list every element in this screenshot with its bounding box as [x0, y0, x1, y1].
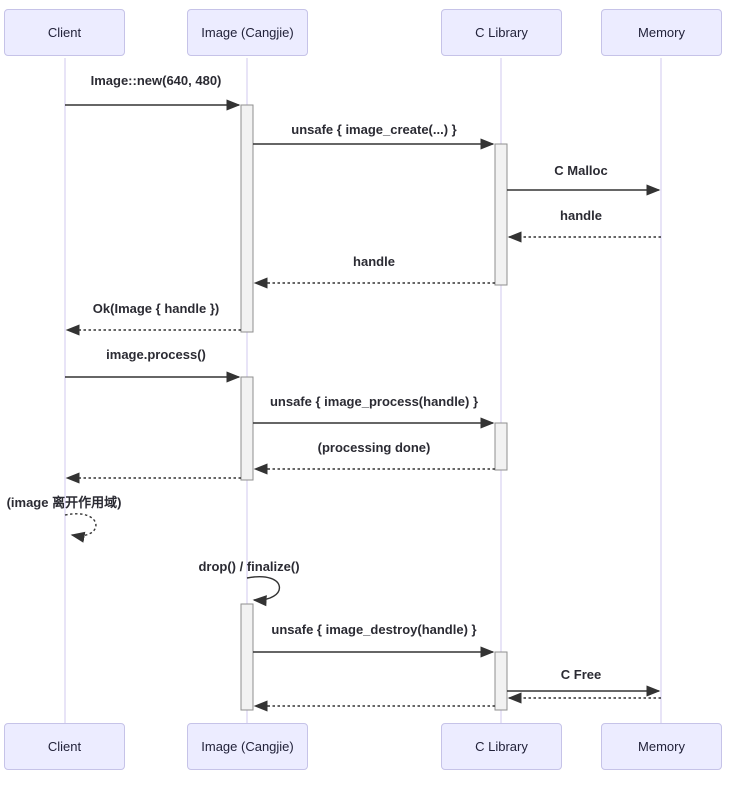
message-label-image-new: Image::new(640, 480) — [90, 73, 222, 88]
message-label-image-destroy: unsafe { image_destroy(handle) } — [271, 622, 477, 637]
self-loop-out-of-scope — [64, 513, 97, 543]
self-loop-drop-finalize — [246, 576, 281, 607]
activation-clib-create — [494, 143, 508, 286]
message-label-c-malloc: C Malloc — [554, 163, 608, 178]
participant-clibrary-bottom: C Library — [441, 723, 562, 770]
participant-memory-bottom: Memory — [601, 723, 722, 770]
participant-image-top: Image (Cangjie) — [187, 9, 308, 56]
message-label-image-create: unsafe { image_create(...) } — [291, 122, 457, 137]
activation-image-process — [240, 376, 254, 481]
message-label-handle-1: handle — [560, 208, 602, 223]
message-label-image-process: image.process() — [106, 347, 206, 362]
return-arrows — [64, 231, 661, 712]
participant-client-top: Client — [4, 9, 125, 56]
message-label-drop-finalize: drop() / finalize() — [198, 559, 300, 574]
activation-image-drop — [240, 603, 254, 711]
participant-client-bottom: Client — [4, 723, 125, 770]
message-label-process-ffi: unsafe { image_process(handle) } — [269, 394, 479, 409]
message-label-out-of-scope: (image 离开作用域) — [6, 495, 122, 510]
activation-bars — [240, 104, 508, 711]
participant-clibrary-top: C Library — [441, 9, 562, 56]
call-arrows — [65, 99, 661, 697]
message-label-processing-done: (processing done) — [317, 440, 431, 455]
message-label-c-free: C Free — [560, 667, 602, 682]
activation-clib-process — [494, 422, 508, 471]
participant-image-bottom: Image (Cangjie) — [187, 723, 308, 770]
activation-image-new — [240, 104, 254, 333]
participant-memory-top: Memory — [601, 9, 722, 56]
message-label-handle-2: handle — [353, 254, 395, 269]
message-label-ok-image: Ok(Image { handle }) — [92, 301, 220, 316]
activation-clib-destroy — [494, 651, 508, 711]
